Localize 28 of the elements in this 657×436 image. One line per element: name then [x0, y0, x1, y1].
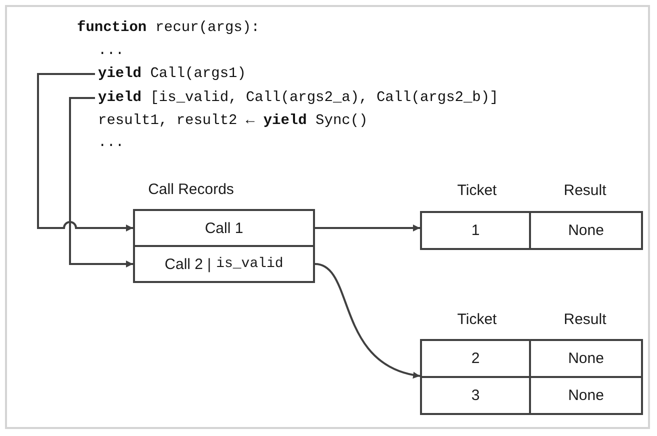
code-line: yield [is_valid, Call(args2_a), Call(args2_b)]	[98, 88, 498, 108]
arrow	[315, 224, 420, 232]
table-cell-text: 1	[470, 221, 481, 241]
arrow	[69, 97, 133, 268]
code-line: function recur(args):	[77, 19, 260, 38]
code-line: ...	[98, 42, 124, 61]
code-text: is_valid	[216, 256, 284, 272]
table-cell: None	[529, 341, 641, 376]
column-heading: Ticket	[457, 310, 497, 330]
call-record-row	[133, 209, 315, 247]
table-cell-text: 2	[470, 349, 481, 369]
code-line: yield Call(args1)	[98, 64, 246, 84]
column-heading: Result	[564, 181, 606, 201]
column-heading: Call Records	[148, 180, 234, 200]
table-cell: 3	[422, 376, 529, 413]
row-text: Call 2 |	[164, 256, 212, 272]
code-line: result1, result2 ← yield Sync()	[98, 112, 368, 131]
ticket-table	[420, 339, 643, 415]
column-heading: Ticket	[457, 181, 497, 201]
column-heading: Result	[564, 310, 606, 330]
ticket-table	[420, 211, 643, 250]
code-line: ...	[98, 134, 124, 153]
arrow	[314, 263, 420, 378]
row-text: Call 1	[204, 220, 244, 236]
arrow	[37, 73, 133, 232]
call-record-row	[133, 245, 315, 283]
table-cell: None	[529, 376, 641, 413]
table-cell: None	[529, 213, 641, 248]
